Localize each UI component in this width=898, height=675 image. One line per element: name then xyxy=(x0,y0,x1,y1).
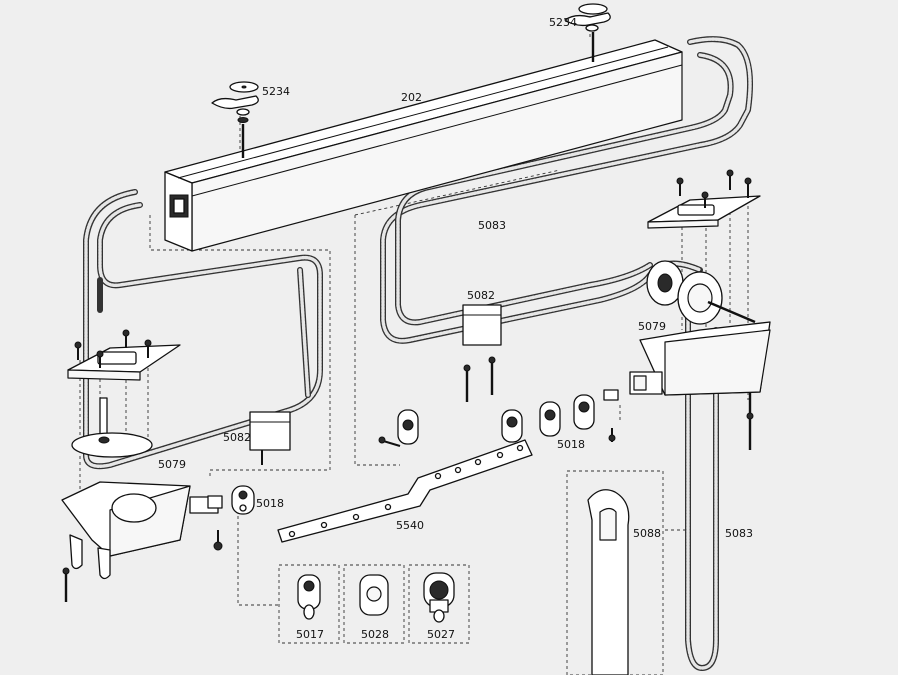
label-master-arm: 5540 xyxy=(396,519,424,532)
wand-box xyxy=(566,470,664,675)
part-labels: 5234 5234 202 5083 5082 5079 5082 5079 5… xyxy=(158,16,753,641)
carrier-boxes xyxy=(278,564,470,644)
drive-unit-left xyxy=(61,397,223,602)
cord-guide-left xyxy=(249,411,291,465)
label-drive-unit-right: 5079 xyxy=(638,320,666,333)
bracket-plate-right xyxy=(647,169,761,229)
cord-loop-hanging xyxy=(685,297,719,671)
label-rail: 202 xyxy=(401,91,422,104)
label-cord-guide-left: 5082 xyxy=(223,431,251,444)
drive-unit-right xyxy=(603,260,771,450)
label-drive-unit-left: 5079 xyxy=(158,458,186,471)
headrail xyxy=(164,39,683,252)
label-glider-center: 5018 xyxy=(557,438,585,451)
label-carrier-a: 5017 xyxy=(296,628,324,641)
master-arm xyxy=(277,439,533,543)
cord-loop-left xyxy=(83,189,323,470)
cord-guide-center xyxy=(462,304,502,402)
gliders-center xyxy=(378,394,616,447)
label-carrier-b: 5028 xyxy=(361,628,389,641)
bracket-plate-left xyxy=(67,329,181,381)
screw-assembly-left xyxy=(211,81,259,158)
screw-assembly-right xyxy=(564,3,611,62)
cord-loop-right xyxy=(380,36,753,344)
label-carrier-c: 5027 xyxy=(427,628,455,641)
label-screw-top-right: 5234 xyxy=(549,16,577,29)
label-cord-guide-center: 5082 xyxy=(467,289,495,302)
clip-left xyxy=(231,485,255,515)
label-clip-left: 5018 xyxy=(256,497,284,510)
label-screw-top-left: 5234 xyxy=(262,85,290,98)
label-wand: 5088 xyxy=(633,527,661,540)
label-cord-loop-upper: 5083 xyxy=(478,219,506,232)
label-cord-loop-lower: 5083 xyxy=(725,527,753,540)
